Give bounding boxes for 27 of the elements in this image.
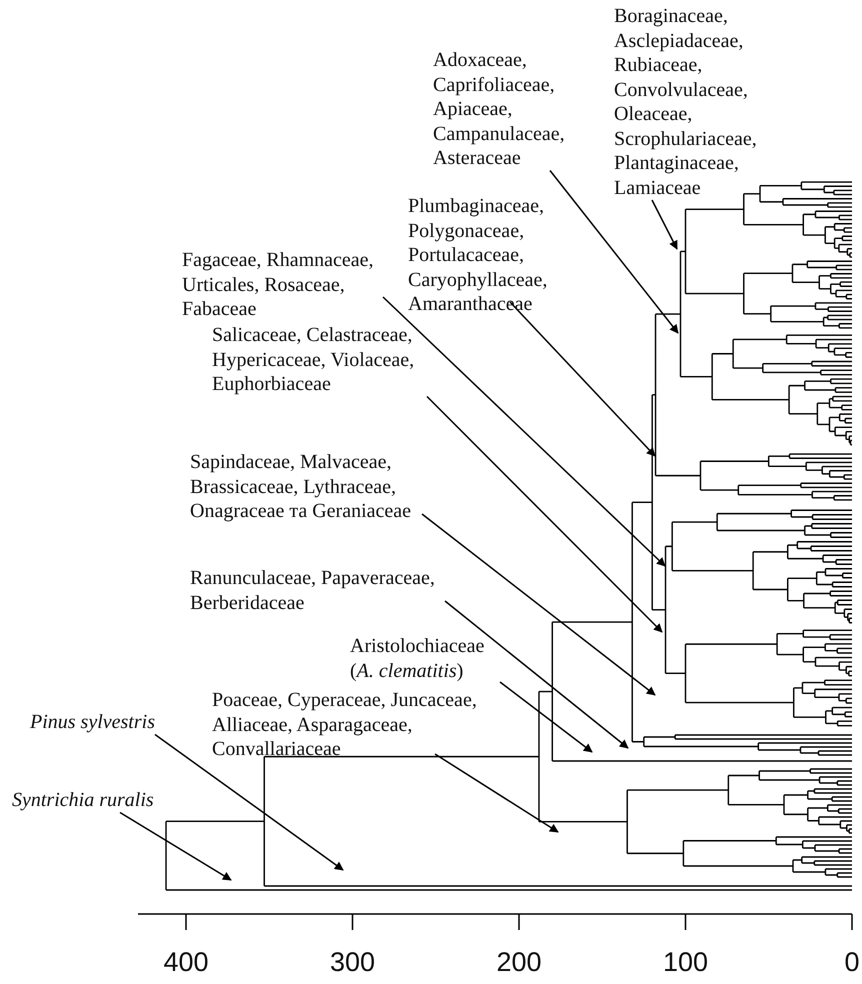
leader-arrow — [422, 513, 656, 696]
species-label: Pinus sylvestris — [30, 710, 155, 734]
taxon-label: Boraginaceae, Asclepiadaceae, Rubiaceae, Convolvulaceae, Oleaceae, Scrophulariaceae, Plantaginaceae, Lamiaceae — [614, 4, 784, 200]
axis-tick-label: 200 — [496, 947, 542, 978]
leader-arrow — [434, 753, 559, 833]
taxon-label: Plumbaginaceae, Polygonaceae, Portulacaceae, Caryophyllaceae, Amaranthaceae — [408, 194, 560, 316]
leader-arrow — [444, 600, 629, 749]
taxon-label: Sapindaceae, Malvaceae, Brassicaceae, Lythraceae, Onagraceae та Geraniaceae — [190, 450, 422, 524]
axis-tick-label: 0 — [844, 947, 860, 978]
leader-arrow — [154, 734, 344, 871]
leader-arrow — [509, 301, 656, 457]
taxon-label: Poaceae, Cyperaceae, Juncaceae, Alliaceae, Asparagaceae, Convallariaceae — [212, 688, 487, 762]
axis-tick-label: 400 — [163, 947, 209, 978]
leader-arrow — [120, 812, 232, 881]
leader-arrow — [500, 681, 593, 753]
axis-tick-label: 100 — [662, 947, 708, 978]
taxon-label: Adoxaceae, Caprifoliaceae, Apiaceae, Campanulaceae, Asteraceae — [433, 48, 583, 170]
leader-arrow — [549, 170, 679, 334]
species-label: Syntrichia ruralis — [12, 788, 154, 812]
axis-tick-label: 300 — [330, 947, 376, 978]
taxon-label: Aristolochiaceae (A. clematitis) — [350, 634, 500, 683]
leader-arrow — [651, 200, 678, 250]
taxon-label: Ranunculaceae, Papaveraceae, Berberidaceae — [190, 566, 445, 615]
leader-arrow — [426, 396, 663, 633]
leader-arrow — [382, 296, 666, 567]
taxon-label: Salicaceae, Celastraceae, Hypericaceae, Violaceae, Euphorbiaceae — [212, 323, 427, 396]
taxon-label: Fagaceae, Rhamnaceae, Urticales, Rosaceae, Fabaceae — [182, 248, 392, 322]
